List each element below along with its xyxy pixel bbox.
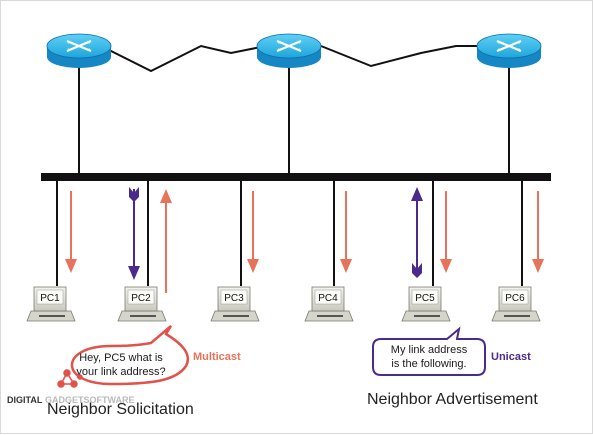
pc-label: PC6 <box>505 293 525 304</box>
pc-label: PC3 <box>224 293 244 304</box>
pc-4: PC4 <box>304 286 354 322</box>
neighbor-advertisement-caption: Neighbor Advertisement <box>367 391 538 408</box>
solicitation-bubble-line-1: Hey, PC5 what is <box>79 352 163 364</box>
pc-2: PC2 <box>117 286 167 322</box>
advertisement-bubble-line-1: My link address <box>391 344 468 356</box>
arrow-down-pc6 <box>532 191 544 273</box>
multicast-label: Multicast <box>193 351 241 363</box>
arrow-up-pc2 <box>160 189 172 293</box>
arrow-up-from-pc5 <box>411 187 423 278</box>
pcs-layer: PC1 PC2 PC3 PC4 PC5 PC6 <box>26 286 541 322</box>
pc-1: PC1 <box>26 286 76 322</box>
solicitation-bubble: Hey, PC5 what is your link address? <box>70 325 189 386</box>
arrow-down-to-pc2 <box>128 187 140 280</box>
arrow-down-pc5 <box>440 191 452 273</box>
pc-5: PC5 <box>401 286 451 322</box>
advertisement-bubble: My link address is the following. <box>372 326 486 376</box>
pc-label: PC2 <box>131 293 151 304</box>
molecule-icon <box>57 369 83 388</box>
watermark-text-light: GADGETSOFTWARE <box>45 395 135 405</box>
multicast-arrows <box>65 189 544 293</box>
watermark-logo: DIGITAL GADGETSOFTWARE <box>7 369 135 405</box>
arrow-down-pc1 <box>65 191 77 273</box>
pc-6: PC6 <box>491 286 541 322</box>
wan-link-2 <box>320 45 486 68</box>
unicast-label: Unicast <box>491 351 531 363</box>
arrow-down-pc3 <box>247 191 259 273</box>
wan-link-1 <box>100 44 267 73</box>
watermark-text-dark: DIGITAL <box>7 395 43 405</box>
ethernet-bus <box>41 173 551 181</box>
router-3 <box>476 33 542 68</box>
pc-3: PC3 <box>210 286 260 322</box>
router-2 <box>256 33 322 68</box>
pc-label: PC5 <box>415 293 435 304</box>
unicast-arrows <box>128 187 423 280</box>
neighbor-solicitation-caption: Neighbor Solicitation <box>47 401 194 418</box>
solicitation-bubble-line-2: your link address? <box>76 366 165 378</box>
pc-label: PC4 <box>318 293 338 304</box>
arrow-down-pc4 <box>340 191 352 273</box>
advertisement-bubble-line-2: is the following. <box>391 358 466 370</box>
pc-label: PC1 <box>40 293 60 304</box>
router-1 <box>46 33 112 68</box>
